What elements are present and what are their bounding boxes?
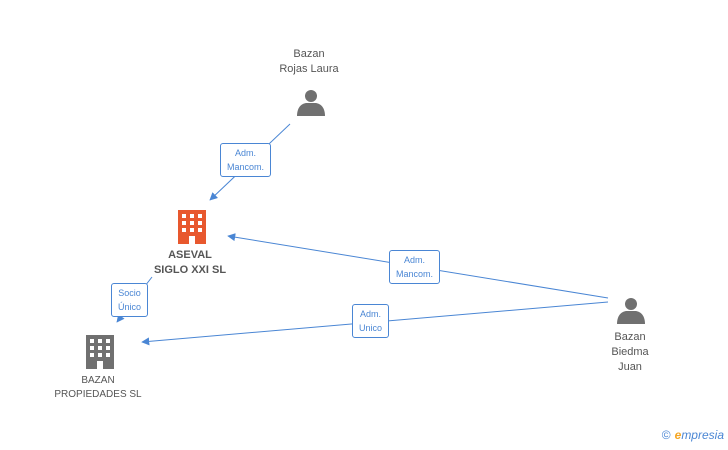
node-bazan-line2: PROPIEDADES SL <box>54 389 142 400</box>
person-icon <box>297 90 325 116</box>
person-icon <box>617 298 645 324</box>
node-juan-line2: Biedma <box>611 346 649 358</box>
node-juan-label[interactable]: Bazan Biedma Juan <box>611 330 648 375</box>
edge-label-line2: Mancom. <box>227 162 265 172</box>
edge-label-line2: Mancom. <box>396 269 434 279</box>
node-aseval-label[interactable]: ASEVAL SIGLO XXI SL <box>154 248 226 278</box>
node-juan-line1: Bazan <box>614 331 646 343</box>
node-laura-line2: Rojas Laura <box>279 63 339 75</box>
building-icon <box>178 210 206 244</box>
edge-laura-aseval-label: Adm. Mancom. <box>220 143 272 177</box>
brand-logo: ©empresia <box>662 428 724 442</box>
brand-e: e <box>674 428 682 442</box>
edge-juan-bazan-label: Adm. Unico <box>352 304 390 338</box>
edge-label-line1: Adm. <box>360 309 382 319</box>
node-juan-line3: Juan <box>618 361 642 373</box>
edge-label-line2: Único <box>118 302 142 312</box>
brand-name: mpresia <box>681 428 724 442</box>
edge-aseval-bazan-label: Socio Único <box>111 283 149 317</box>
edge-label-line1: Adm. <box>404 255 426 265</box>
node-laura-line1: Bazan <box>293 48 325 60</box>
node-laura-label[interactable]: Bazan Rojas Laura <box>279 47 338 77</box>
node-aseval-line2: SIGLO XXI SL <box>153 264 227 276</box>
edge-juan-aseval-label: Adm. Mancom. <box>389 250 441 284</box>
edge-label-line1: Socio <box>118 288 141 298</box>
building-icon <box>86 335 114 369</box>
node-bazan-line1: BAZAN <box>81 375 115 386</box>
node-aseval-line1: ASEVAL <box>168 249 212 261</box>
copyright-icon: © <box>661 428 671 442</box>
edge-label-line1: Adm. <box>235 148 257 158</box>
node-bazan-label[interactable]: BAZAN PROPIEDADES SL <box>54 374 141 402</box>
edge-label-line2: Unico <box>359 323 383 333</box>
